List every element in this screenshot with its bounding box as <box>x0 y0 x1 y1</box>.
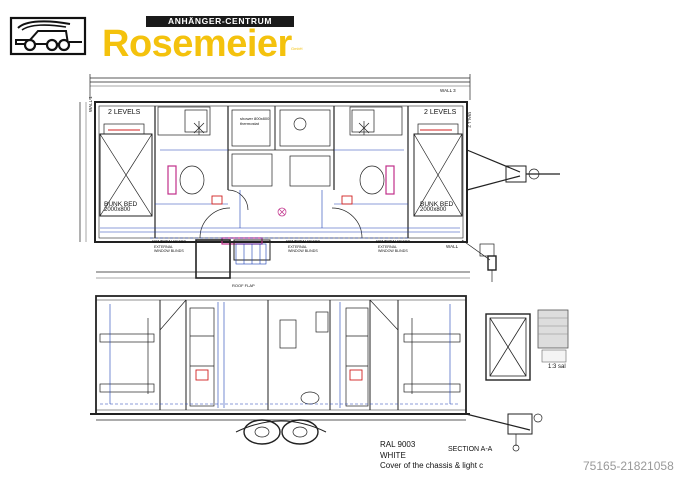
listing-reference: 75165-21821058 <box>583 459 674 473</box>
section-label: SECTION A-A <box>448 446 493 453</box>
plan-window-1: WINDOW W:660 <box>152 239 186 244</box>
plan-levels-right: 2 LEVELS <box>424 109 457 116</box>
brand-name: Rosemeier <box>102 23 292 65</box>
window-detail <box>485 313 531 381</box>
plan-blinds-2: EXTERNAL WINDOW BLINDS <box>288 245 318 253</box>
plan-wall-bottom: WALL <box>446 244 459 249</box>
detail-scale: 1:3 sal <box>548 364 566 370</box>
brand-banner: ANHÄNGER-CENTRUM <box>146 16 294 27</box>
plan-bunk-right-size: 2000x800 <box>420 207 447 213</box>
plan-window-3: WINDOW W:660 <box>376 239 410 244</box>
ac-unit-icon <box>193 121 370 135</box>
plan-bunk-left: BUNK BED <box>104 201 138 208</box>
plan-blinds-1: EXTERNAL WINDOW BLINDS <box>154 245 184 253</box>
plan-shower: shower 800x800 thermostat <box>240 116 270 126</box>
plan-bunk-right: BUNK BED <box>420 201 454 208</box>
plan-window-2: WINDOW W:660 <box>286 239 320 244</box>
plan-roof-flap: ROOF FLAP <box>232 283 255 288</box>
plan-wall-right: WALL 2 <box>467 112 472 128</box>
plan-bunk-left-size: 2000x800 <box>104 207 131 213</box>
section-color-name: WHITE <box>380 451 406 460</box>
blind-detail <box>537 309 569 363</box>
trailer-logo-icon <box>9 16 87 56</box>
plan-levels-left: 2 LEVELS <box>108 109 141 116</box>
section-cover-note: Cover of the chassis & light c <box>380 461 484 470</box>
plan-wall-left: WALL 1 <box>88 96 93 112</box>
section-color-code: RAL 9003 <box>380 440 416 449</box>
plan-blinds-3: EXTERNAL WINDOW BLINDS <box>378 245 408 253</box>
plan-wall-top: WALL 3 <box>440 88 456 93</box>
brand-suffix: GmbH <box>291 46 303 51</box>
